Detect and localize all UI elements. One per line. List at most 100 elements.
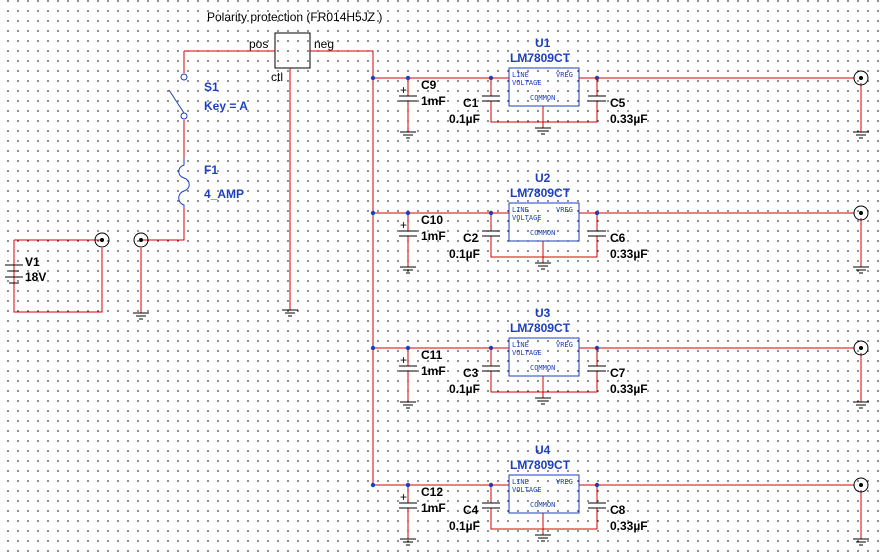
connector-dot [100,238,104,242]
connector-ring [94,232,110,248]
capacitor-in[interactable] [482,365,500,372]
regulator-pin-common: COMMON [530,229,555,237]
ground-lines [535,534,551,542]
connector-ring [853,205,869,221]
capacitor-bulk[interactable]: + [399,83,417,102]
capacitor-bulk[interactable]: + [399,490,417,509]
output-connector[interactable] [853,340,869,356]
ground-lines [400,538,416,546]
ground-icon [400,538,416,546]
fuse-f1[interactable]: F1 4_AMP [178,158,244,208]
regulator-ref: U1 [535,36,551,50]
capacitor-plates [399,230,417,237]
cout-ref: C8 [610,503,626,517]
output-connector[interactable] [853,205,869,221]
cbulk-ref: C12 [421,485,443,499]
fuse-ref: F1 [204,163,218,177]
regulator-body [508,337,580,377]
capacitor-bulk[interactable]: + [399,218,417,237]
ground-lines [535,262,551,270]
ground-icon [282,309,298,317]
cout-value: 0.33µF [610,519,648,533]
capacitor-out[interactable] [588,502,606,509]
cin-ref: C1 [463,96,479,110]
ground-icon [853,131,869,139]
connector-dot [139,238,143,242]
wire-fuse-conn [141,208,185,241]
ground-icon [133,312,149,320]
cout-value: 0.33µF [610,112,648,126]
regulator-pin-in: LINE [512,71,529,79]
ground-lines [853,266,869,274]
capacitor-out[interactable] [588,365,606,372]
output-connector[interactable] [853,70,869,86]
connector-ring [133,232,149,248]
ground-lines [282,309,298,317]
switch-s1[interactable]: S1 Key = A [168,73,248,120]
connector-ring [853,340,869,356]
capacitor-plates [588,502,606,509]
capacitor-plates [588,230,606,237]
regulator-body [508,67,580,107]
capacitor-out[interactable] [588,230,606,237]
switch-ref: S1 [204,80,219,94]
capacitor-plates [482,95,500,102]
polarity-mark: + [400,490,407,504]
switch-bottom-terminal [180,112,188,120]
regulator-body [508,474,580,514]
switch-top-terminal [180,73,188,81]
capacitor-plates [399,365,417,372]
capacitor-in[interactable] [482,95,500,102]
ground-icon [535,397,551,405]
cin-value: 0.1µF [449,112,480,126]
capacitor-in[interactable] [482,230,500,237]
capacitor-plates [588,95,606,102]
regulator-pin-mid: VOLTAGE [512,214,542,222]
cbulk-value: 1mF [421,501,446,515]
switch-value: Key = A [204,99,248,113]
junction-dot [370,482,376,488]
capacitor-out[interactable] [588,95,606,102]
fuse-symbol [178,158,190,208]
ground-icon [400,401,416,409]
ground-icon [853,538,869,546]
regulator-pin-out: VREG [556,206,573,214]
regulator-ref: U3 [535,306,551,320]
cbulk-ref: C9 [421,78,437,92]
ground-icon [535,127,551,135]
source-connectors [94,232,149,248]
polarity-protection[interactable]: Polarity protection (FR014H5JZ ) pos neg… [207,10,382,84]
ground-lines [400,266,416,274]
connector-dot [859,346,863,350]
cin-value: 0.1µF [449,519,480,533]
capacitor-bulk[interactable]: + [399,353,417,372]
cbulk-value: 1mF [421,229,446,243]
capacitor-in[interactable] [482,502,500,509]
junction-dot [405,75,411,81]
junction-dot [405,210,411,216]
ground-lines [853,131,869,139]
regulator-pin-mid: VOLTAGE [512,349,542,357]
wire-source-loop [13,239,103,313]
ground-lines [853,401,869,409]
cin-ref: C3 [463,366,479,380]
connector-dot [859,211,863,215]
source-v1[interactable]: V1 18V [5,255,46,284]
regulator-pin-common: COMMON [530,364,555,372]
cout-value: 0.33µF [610,382,648,396]
protection-body [274,32,311,69]
ground-icon [535,534,551,542]
regulator-pin-mid: VOLTAGE [512,79,542,87]
regulator-part: LM7809CT [510,458,571,472]
ground-lines [400,401,416,409]
protection-pin-ctl: ctl [271,70,283,84]
regulator-ref: U2 [535,171,551,185]
output-connector[interactable] [853,477,869,493]
